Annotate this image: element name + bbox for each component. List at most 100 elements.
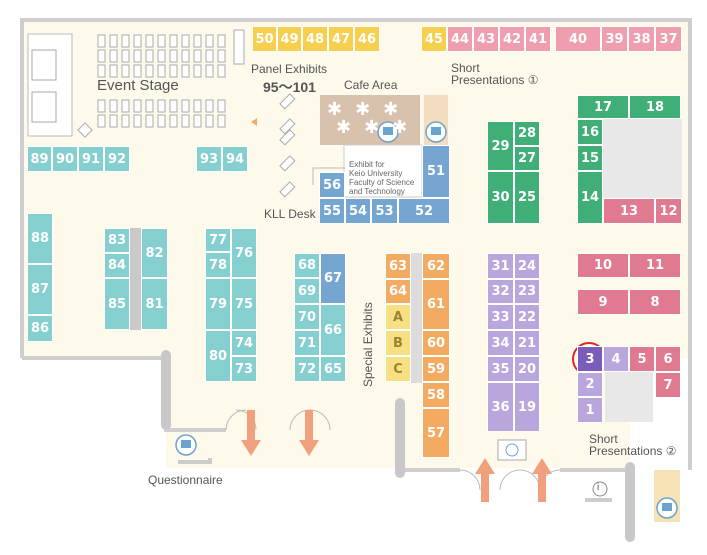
booth-21[interactable]: 21 bbox=[514, 330, 540, 356]
booth-14[interactable]: 14 bbox=[577, 171, 603, 224]
booth-81[interactable]: 81 bbox=[141, 278, 168, 330]
booth-94[interactable]: 94 bbox=[222, 146, 248, 172]
booth-77[interactable]: 77 bbox=[205, 228, 231, 252]
booth-51[interactable]: 51 bbox=[422, 145, 450, 198]
booth-57[interactable]: 57 bbox=[422, 408, 450, 458]
booth-50[interactable]: 50 bbox=[252, 26, 277, 52]
booth-8[interactable]: 8 bbox=[629, 289, 681, 315]
booth-71[interactable]: 71 bbox=[294, 330, 320, 356]
booth-70[interactable]: 70 bbox=[294, 304, 320, 330]
booth-85[interactable]: 85 bbox=[104, 278, 130, 330]
booth-48[interactable]: 48 bbox=[302, 26, 328, 52]
booth-18[interactable]: 18 bbox=[629, 95, 681, 119]
entrance-arrow bbox=[475, 458, 495, 502]
booth-62[interactable]: 62 bbox=[422, 253, 450, 279]
booth-63[interactable]: 63 bbox=[385, 253, 411, 279]
booth-78[interactable]: 78 bbox=[205, 252, 231, 278]
booth-75[interactable]: 75 bbox=[231, 278, 257, 330]
booth-41[interactable]: 41 bbox=[525, 26, 551, 52]
booth-61[interactable]: 61 bbox=[422, 279, 450, 330]
booth-87[interactable]: 87 bbox=[27, 264, 53, 315]
booth-86[interactable]: 86 bbox=[27, 315, 53, 342]
booth-60[interactable]: 60 bbox=[422, 330, 450, 356]
booth-11[interactable]: 11 bbox=[629, 253, 681, 278]
booth-43[interactable]: 43 bbox=[473, 26, 499, 52]
booth-38[interactable]: 38 bbox=[628, 26, 655, 52]
booth-64[interactable]: 64 bbox=[385, 279, 411, 304]
info-icon[interactable]: i bbox=[597, 482, 600, 493]
booth-59[interactable]: 59 bbox=[422, 356, 450, 382]
booth-55[interactable]: 55 bbox=[319, 198, 345, 224]
booth-91[interactable]: 91 bbox=[78, 146, 104, 172]
booth-76[interactable]: 76 bbox=[231, 228, 257, 278]
booth-69[interactable]: 69 bbox=[294, 278, 320, 304]
booth-80[interactable]: 80 bbox=[205, 330, 231, 382]
booth-88[interactable]: 88 bbox=[27, 213, 53, 264]
booth-31[interactable]: 31 bbox=[487, 253, 514, 279]
info-icon-circle[interactable] bbox=[592, 481, 608, 497]
booth-54[interactable]: 54 bbox=[345, 198, 371, 224]
booth-44[interactable]: 44 bbox=[447, 26, 473, 52]
booth-24[interactable]: 24 bbox=[514, 253, 540, 279]
booth-30[interactable]: 30 bbox=[487, 171, 514, 224]
booth-6[interactable]: 6 bbox=[655, 346, 681, 372]
booth-83[interactable]: 83 bbox=[104, 228, 130, 253]
booth-46[interactable]: 46 bbox=[354, 26, 380, 52]
booth-89[interactable]: 89 bbox=[27, 146, 52, 172]
booth-73[interactable]: 73 bbox=[231, 356, 257, 382]
booth-56[interactable]: 56 bbox=[319, 172, 345, 198]
booth-34[interactable]: 34 bbox=[487, 330, 514, 356]
booth-92[interactable]: 92 bbox=[104, 146, 130, 172]
booth-5[interactable]: 5 bbox=[629, 346, 655, 372]
booth-17[interactable]: 17 bbox=[577, 95, 629, 119]
special-booth-b[interactable]: B bbox=[385, 330, 411, 356]
booth-40[interactable]: 40 bbox=[555, 26, 601, 52]
booth-1[interactable]: 1 bbox=[577, 397, 603, 423]
special-booth-c[interactable]: C bbox=[385, 356, 411, 382]
booth-13[interactable]: 13 bbox=[603, 198, 655, 224]
booth-3-highlighted[interactable]: 3 bbox=[577, 346, 603, 372]
booth-9[interactable]: 9 bbox=[577, 289, 629, 315]
booth-25[interactable]: 25 bbox=[514, 171, 540, 224]
booth-28[interactable]: 28 bbox=[514, 121, 540, 146]
booth-29[interactable]: 29 bbox=[487, 121, 514, 171]
booth-84[interactable]: 84 bbox=[104, 253, 130, 278]
booth-32[interactable]: 32 bbox=[487, 279, 514, 304]
booth-72[interactable]: 72 bbox=[294, 356, 320, 382]
booth-49[interactable]: 49 bbox=[277, 26, 302, 52]
special-booth-a[interactable]: A bbox=[385, 304, 411, 330]
booth-37[interactable]: 37 bbox=[655, 26, 682, 52]
booth-22[interactable]: 22 bbox=[514, 304, 540, 330]
booth-16[interactable]: 16 bbox=[577, 119, 603, 145]
booth-35[interactable]: 35 bbox=[487, 356, 514, 382]
booth-93[interactable]: 93 bbox=[196, 146, 222, 172]
booth-45[interactable]: 45 bbox=[421, 26, 447, 52]
booth-90[interactable]: 90 bbox=[52, 146, 78, 172]
booth-42[interactable]: 42 bbox=[499, 26, 525, 52]
booth-12[interactable]: 12 bbox=[655, 198, 682, 224]
questionnaire-icon[interactable] bbox=[175, 434, 197, 456]
booth-47[interactable]: 47 bbox=[328, 26, 354, 52]
booth-10[interactable]: 10 bbox=[577, 253, 629, 278]
booth-82[interactable]: 82 bbox=[141, 228, 168, 278]
booth-65[interactable]: 65 bbox=[320, 356, 346, 382]
booth-66[interactable]: 66 bbox=[320, 304, 346, 356]
booth-33[interactable]: 33 bbox=[487, 304, 514, 330]
booth-7[interactable]: 7 bbox=[655, 372, 681, 398]
booth-39[interactable]: 39 bbox=[601, 26, 628, 52]
booth-2[interactable]: 2 bbox=[577, 372, 603, 397]
booth-79[interactable]: 79 bbox=[205, 278, 231, 330]
booth-53[interactable]: 53 bbox=[371, 198, 398, 224]
booth-67[interactable]: 67 bbox=[320, 253, 346, 304]
booth-19[interactable]: 19 bbox=[514, 382, 540, 432]
booth-68[interactable]: 68 bbox=[294, 253, 320, 278]
booth-36[interactable]: 36 bbox=[487, 382, 514, 432]
booth-20[interactable]: 20 bbox=[514, 356, 540, 382]
booth-27[interactable]: 27 bbox=[514, 146, 540, 171]
booth-4[interactable]: 4 bbox=[603, 346, 629, 372]
booth-52[interactable]: 52 bbox=[398, 198, 450, 224]
booth-74[interactable]: 74 bbox=[231, 330, 257, 356]
booth-58[interactable]: 58 bbox=[422, 382, 450, 408]
booth-15[interactable]: 15 bbox=[577, 145, 603, 171]
booth-23[interactable]: 23 bbox=[514, 279, 540, 304]
